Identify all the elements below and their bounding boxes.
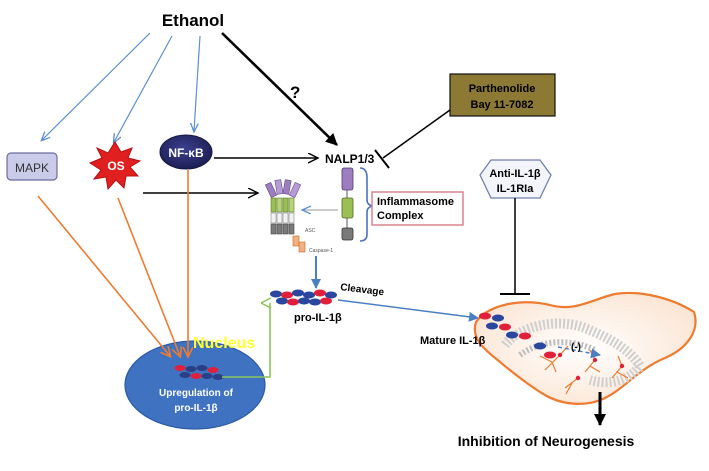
inflammasome-box [371, 191, 464, 226]
asc-label: ASC [305, 228, 316, 234]
parthenolide-label: Parthenolide [469, 83, 536, 95]
nucleus-to-proil-arrow [222, 303, 270, 378]
upregulation-line1: Upregulation of [159, 388, 234, 399]
inflammasome-receptors [264, 179, 306, 253]
nucleus-ellipse [124, 340, 266, 430]
neurons [539, 345, 629, 395]
mapk-to-nucleus-arrow [37, 195, 170, 356]
anti-il1b-hexagon [479, 159, 552, 199]
nfkb-ellipse [159, 134, 213, 170]
ethanol-to-nalp-arrow [221, 32, 338, 146]
neuron-body [557, 352, 563, 358]
ethanol-label: Ethanol [162, 11, 224, 30]
os-star [88, 141, 142, 191]
bay-label: Bay 11-7082 [471, 99, 534, 111]
ethanol-to-nfkb-arrow [194, 35, 201, 131]
inhibition-label: Inhibition of Neurogenesis [458, 433, 635, 449]
dna-cluster [174, 365, 224, 380]
ethanol-to-mapk-arrow [42, 32, 151, 140]
nucleus-label: Nucleus [193, 335, 255, 352]
mapk-label: MAPK [15, 161, 49, 175]
upregulation-line2: pro-IL-1β [174, 403, 217, 414]
pro-il1b-label: pro-IL-1β [294, 312, 342, 324]
inhibitor-line-nalp [382, 109, 451, 159]
os-label: OS [107, 159, 124, 173]
nfkb-label: NF-κB [168, 146, 204, 160]
mature-il1b-label: Mature IL-1β [420, 335, 486, 347]
inhibitor-box [449, 73, 556, 117]
inhibitor-bar-nalp [374, 149, 390, 169]
il1ria-label: IL-1RIa [497, 183, 535, 195]
inflammasome-bracket [359, 167, 374, 242]
neuron-body [575, 375, 581, 381]
cleavage-label: Cleavage [340, 282, 385, 298]
caspase-label: Caspase-1 [309, 248, 333, 254]
question-mark: ? [290, 83, 300, 102]
minus-label: (-) [571, 342, 581, 353]
neuron-body [592, 357, 598, 363]
os-to-nucleus-arrow [117, 197, 180, 356]
anti-il1b-label: Anti-IL-1β [489, 168, 541, 180]
cleavage-arrow [337, 299, 479, 322]
ethanol-to-os-arrow [114, 35, 173, 142]
pro-il1b-cluster [270, 289, 337, 306]
nalp-column [341, 167, 354, 241]
neuron-body [619, 363, 625, 369]
minus-effect-arrow [557, 346, 601, 359]
hippocampus-shape [501, 318, 647, 388]
mapk-box [6, 152, 58, 181]
mature-il1b-cluster [479, 312, 556, 359]
nalp-label: NALP1/3 [325, 152, 375, 166]
inflammasome-label-line2: Complex [377, 210, 424, 222]
inflammasome-label-line1: Inflammasome [377, 196, 454, 208]
